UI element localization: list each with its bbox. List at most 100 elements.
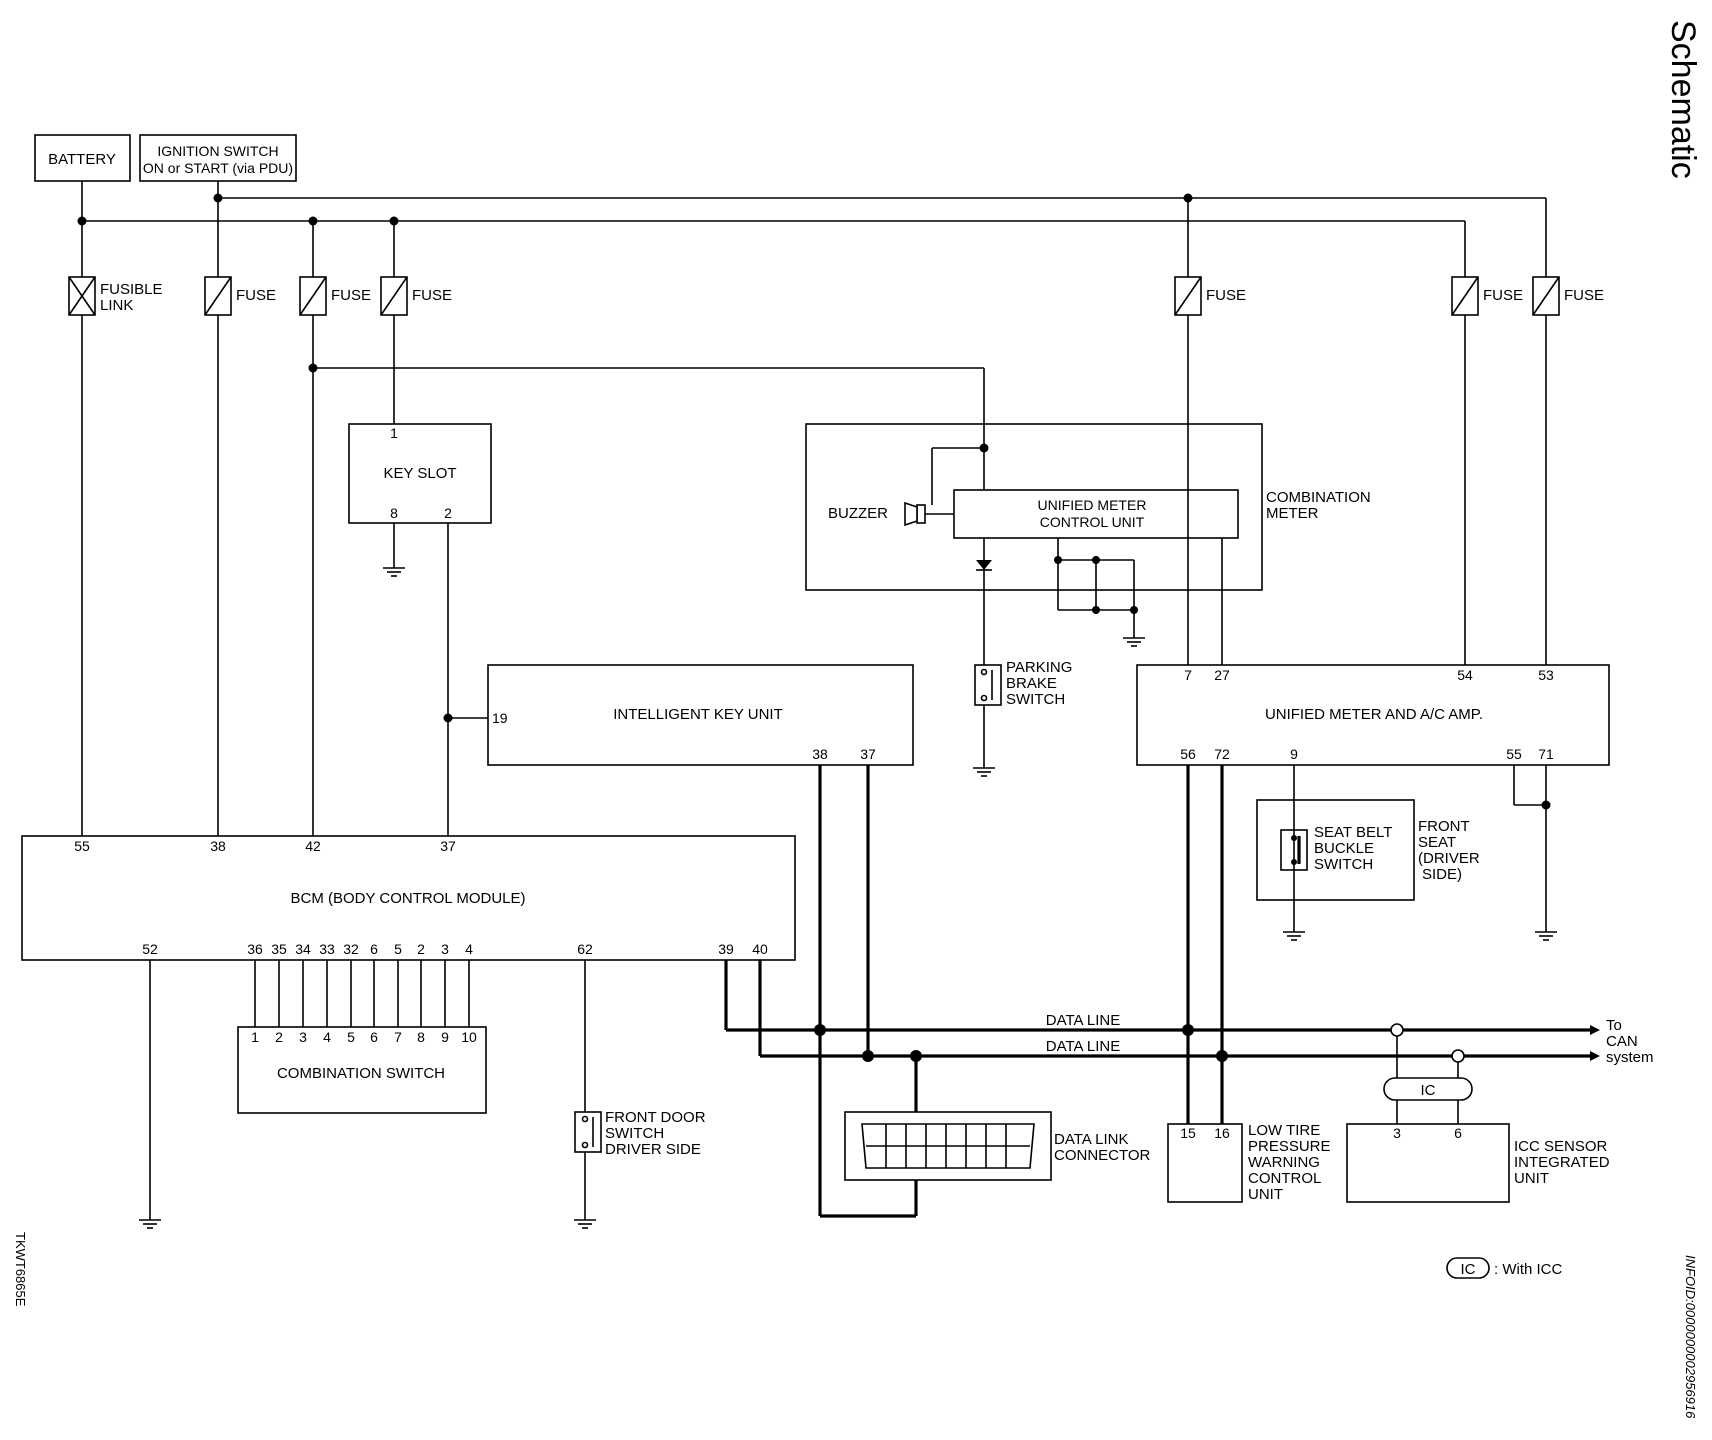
combination-meter-box: COMBINATION METER (805, 423, 1371, 591)
side-code: INFOID:0000000002956916 (1683, 1255, 1698, 1419)
front-door-label-line2: SWITCH (605, 1125, 664, 1142)
bcm-pin-4: 4 (465, 941, 473, 957)
front-seat-label-line2: SEAT (1418, 834, 1456, 851)
page-heading: Schematic (1664, 20, 1702, 179)
bcm-pin-5: 5 (394, 941, 402, 957)
fusible-link-label-line2: LINK (100, 297, 133, 314)
ignition-switch-box: IGNITION SWITCH ON or START (via PDU) (139, 134, 297, 182)
parking-brake-label-line2: BRAKE (1006, 675, 1057, 692)
key-slot-to-bcm-wire (443, 523, 488, 836)
fuse-combination-meter: FUSE (1174, 276, 1246, 316)
intelligent-key-label: INTELLIGENT KEY UNIT (613, 706, 783, 723)
fuse-key-slot: FUSE (380, 276, 452, 316)
bcm-pin-2: 2 (417, 941, 425, 957)
comb-sw-pin-4: 4 (323, 1029, 331, 1045)
ikey-pin-19: 19 (492, 710, 508, 726)
buzzer-label: BUZZER (828, 505, 888, 522)
fuse-battery-bcm: FUSE (299, 276, 371, 316)
unified-meter-ac-amp: 7 27 54 53 UNIFIED METER AND A/C AMP. 56… (1136, 664, 1610, 766)
fusible-link-label-line1: FUSIBLE (100, 281, 163, 298)
bcm-52-ground (139, 960, 161, 1229)
comb-sw-pin-5: 5 (347, 1029, 355, 1045)
data-link-connector: DATA LINK CONNECTOR (844, 1111, 1151, 1181)
combination-switch: 1 2 3 4 5 6 7 8 9 10 COMBINATION SWITCH (237, 1026, 487, 1114)
fuse-label: FUSE (412, 287, 452, 304)
bcm-pin-36: 36 (247, 941, 263, 957)
seat-belt-label-line3: SWITCH (1314, 856, 1373, 873)
bcm-module: 55 38 42 37 BCM (BODY CONTROL MODULE) 52… (21, 835, 796, 961)
icc-sensor-unit: 3 6 ICC SENSOR INTEGRATED UNIT (1346, 1123, 1610, 1203)
combination-switch-label: COMBINATION SWITCH (277, 1065, 445, 1082)
unified-meter-ac-label: UNIFIED METER AND A/C AMP. (1265, 706, 1483, 723)
unified-meter-control-unit: UNIFIED METER CONTROL UNIT (953, 448, 1239, 539)
ikey-pin-37: 37 (860, 746, 876, 762)
amp-pin-71: 71 (1538, 746, 1554, 762)
umcu-label-line2: CONTROL UNIT (1040, 514, 1145, 530)
low-tire-label-line2: PRESSURE (1248, 1138, 1331, 1155)
front-door-switch: FRONT DOOR SWITCH DRIVER SIDE (574, 960, 706, 1229)
key-slot-unit: 1 KEY SLOT 8 2 (348, 423, 492, 524)
fusible-link: FUSIBLE LINK (68, 276, 163, 316)
bcm-pin-38: 38 (210, 838, 226, 854)
icc-pin-3: 3 (1393, 1125, 1401, 1141)
front-seat-label-line4: SIDE) (1422, 866, 1462, 883)
low-tire-pin-15: 15 (1180, 1125, 1196, 1141)
amp-pin-55: 55 (1506, 746, 1522, 762)
bcm-pin-32: 32 (343, 941, 359, 957)
amp-pin-53: 53 (1538, 667, 1554, 683)
comb-sw-pin-9: 9 (441, 1029, 449, 1045)
amp-pin-9: 9 (1290, 746, 1298, 762)
to-can-label-line1: To (1606, 1017, 1622, 1034)
fuse-label: FUSE (1483, 287, 1523, 304)
ic-tag-label: IC (1421, 1082, 1436, 1099)
legend-symbol: IC (1461, 1261, 1476, 1278)
key-slot-pin-1: 1 (390, 425, 398, 441)
data-link-label-line2: CONNECTOR (1054, 1147, 1151, 1164)
bcm-pin-37: 37 (440, 838, 456, 854)
key-slot-pin-2: 2 (444, 505, 452, 521)
fuse-label: FUSE (1206, 287, 1246, 304)
low-tire-pressure-unit: 15 16 LOW TIRE PRESSURE WARNING CONTROL … (1167, 1122, 1331, 1203)
to-can-label-line2: CAN (1606, 1033, 1638, 1050)
comb-sw-pin-7: 7 (394, 1029, 402, 1045)
fuse-label: FUSE (331, 287, 371, 304)
intelligent-key-unit: 19 INTELLIGENT KEY UNIT 38 37 (487, 664, 914, 766)
front-seat-label-line3: (DRIVER (1418, 850, 1480, 867)
bcm-pin-35: 35 (271, 941, 287, 957)
bcm-pin-40: 40 (752, 941, 768, 957)
buzzer: BUZZER (828, 443, 989, 527)
amp-pin-54: 54 (1457, 667, 1473, 683)
figure-code: TKWT6865E (13, 1232, 28, 1307)
bcm-pin-55: 55 (74, 838, 90, 854)
front-door-label-line1: FRONT DOOR (605, 1109, 706, 1126)
bcm-pin-34: 34 (295, 941, 311, 957)
fuse-ignition-bcm: FUSE (204, 276, 276, 316)
parking-brake-switch: PARKING BRAKE SWITCH (973, 659, 1072, 777)
amp-pin-72: 72 (1214, 746, 1230, 762)
meter-internal-wiring (976, 490, 1223, 665)
bcm-pin-62: 62 (577, 941, 593, 957)
combination-meter-label-line1: COMBINATION (1266, 489, 1371, 506)
key-slot-pin-8: 8 (390, 505, 398, 521)
icc-label-line3: UNIT (1514, 1170, 1549, 1187)
fuse-meter-amp-54: FUSE (1451, 276, 1523, 316)
to-can-label-line3: system (1606, 1049, 1654, 1066)
fuse-label: FUSE (236, 287, 276, 304)
seat-belt-label-line1: SEAT BELT (1314, 824, 1392, 841)
low-tire-label-line1: LOW TIRE (1248, 1122, 1320, 1139)
comb-sw-pin-1: 1 (251, 1029, 259, 1045)
ignition-label-line2: ON or START (via PDU) (143, 160, 293, 176)
amp-pin-27: 27 (1214, 667, 1230, 683)
low-tire-label-line5: UNIT (1248, 1186, 1283, 1203)
key-slot-label: KEY SLOT (383, 465, 456, 482)
battery-box: BATTERY (34, 134, 131, 182)
comb-sw-pin-3: 3 (299, 1029, 307, 1045)
comb-sw-pin-10: 10 (461, 1029, 477, 1045)
bcm-pin-39: 39 (718, 941, 734, 957)
amp-pin-7: 7 (1184, 667, 1192, 683)
data-link-label-line1: DATA LINK (1054, 1131, 1128, 1148)
low-tire-pin-16: 16 (1214, 1125, 1230, 1141)
amp-55-71-ground (1513, 765, 1557, 941)
bcm-combination-switch-wires (254, 960, 470, 1027)
power-bus-wires (77, 181, 1547, 277)
